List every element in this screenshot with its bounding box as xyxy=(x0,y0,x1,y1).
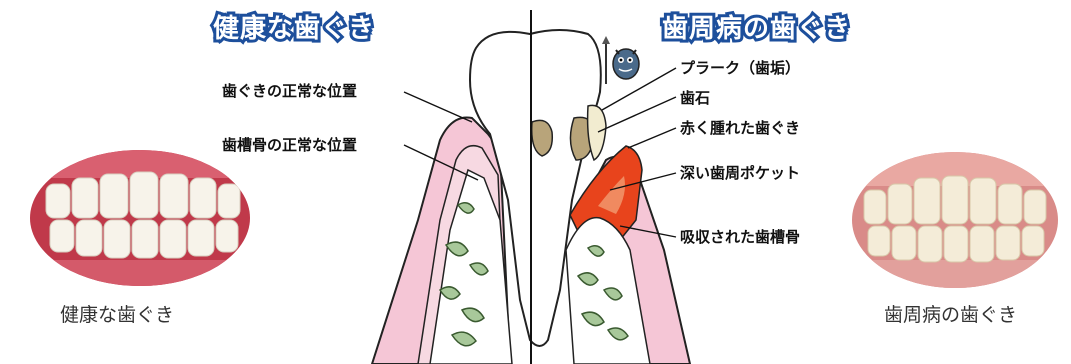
label-swollen-gum: 赤く腫れた歯ぐき xyxy=(680,117,800,138)
label-plaque: プラーク（歯垢） xyxy=(680,57,800,78)
label-gum-normal-position: 歯ぐきの正常な位置 xyxy=(222,80,357,101)
leader-red-gum xyxy=(628,128,676,148)
label-deep-pocket: 深い歯周ポケット xyxy=(680,162,800,183)
caption-healthy: 健康な歯ぐき xyxy=(60,300,174,327)
plaque-monster-icon xyxy=(602,36,642,86)
label-bone-normal-position: 歯槽骨の正常な位置 xyxy=(222,134,357,155)
leader-gum-normal xyxy=(404,92,472,122)
label-resorbed-bone: 吸収された歯槽骨 xyxy=(680,226,800,247)
caption-disease: 歯周病の歯ぐき xyxy=(884,300,1017,327)
label-calculus: 歯石 xyxy=(680,87,710,108)
leader-calculus xyxy=(598,97,676,132)
